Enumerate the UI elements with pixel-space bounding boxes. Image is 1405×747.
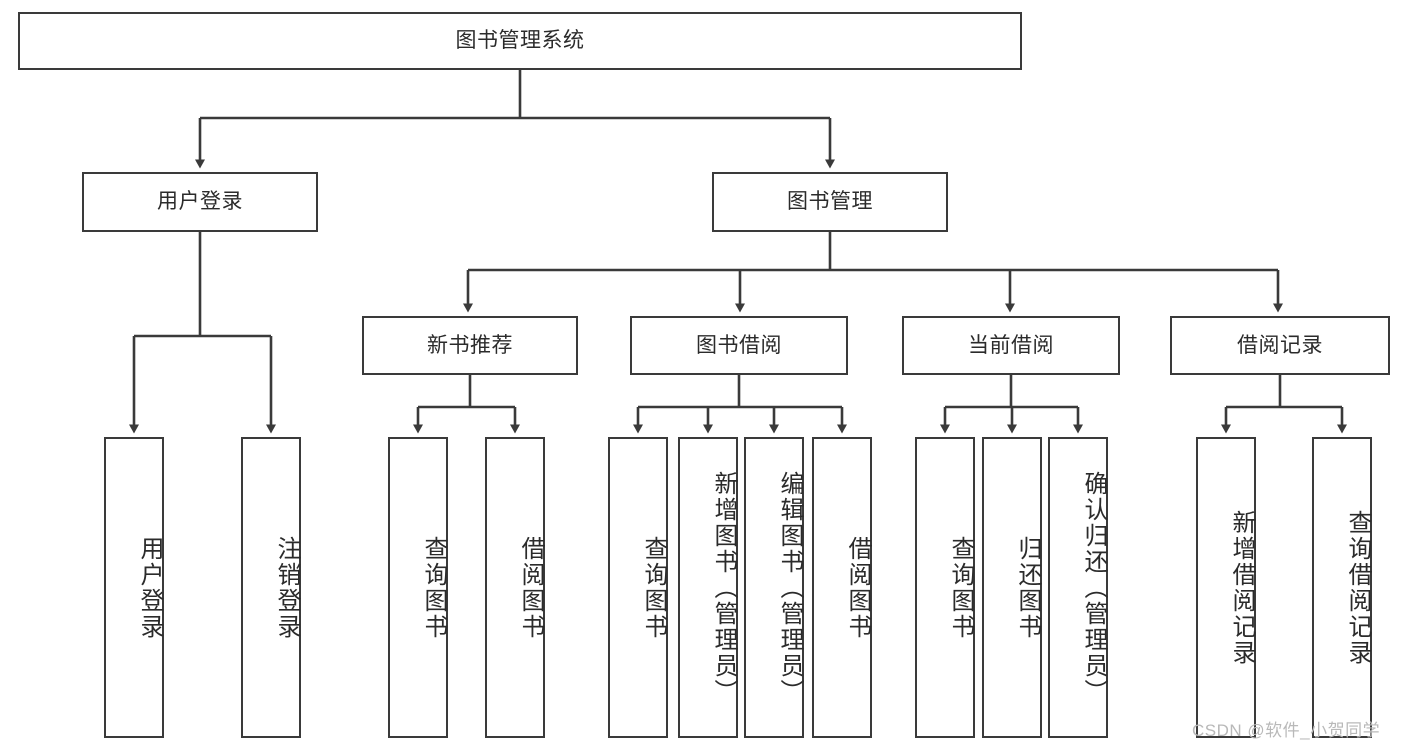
node-label: 查询借阅记录 (1344, 509, 1371, 666)
node-label: 借阅图书 (517, 535, 544, 640)
node-user-login[interactable]: 用户登录 (82, 172, 318, 232)
node-label: 归还图书 (1014, 535, 1041, 640)
leaf-add-borrow-record[interactable]: 新增借阅记录 (1196, 437, 1256, 738)
node-book-borrow[interactable]: 图书借阅 (630, 316, 848, 375)
node-label: 图书管理系统 (455, 29, 585, 53)
node-label: 用户登录 (157, 190, 243, 214)
leaf-query-book-current[interactable]: 查询图书 (915, 437, 975, 738)
leaf-return-book[interactable]: 归还图书 (982, 437, 1042, 738)
node-label: 借阅记录 (1237, 333, 1323, 357)
leaf-edit-book-admin[interactable]: 编辑图书（管理员） (744, 437, 804, 738)
node-label: 借阅图书 (844, 535, 871, 640)
leaf-user-login[interactable]: 用户登录 (104, 437, 164, 738)
node-label: 图书管理 (787, 190, 873, 214)
node-current-borrow[interactable]: 当前借阅 (902, 316, 1120, 375)
leaf-borrow-book[interactable]: 借阅图书 (812, 437, 872, 738)
node-new-book-recommend[interactable]: 新书推荐 (362, 316, 578, 375)
node-label: 用户登录 (136, 535, 163, 640)
node-label: 查询图书 (420, 535, 447, 640)
node-label: 新增图书（管理员） (710, 470, 737, 705)
leaf-query-book-recommend[interactable]: 查询图书 (388, 437, 448, 738)
leaf-query-borrow-record[interactable]: 查询借阅记录 (1312, 437, 1372, 738)
node-label: 查询图书 (947, 535, 974, 640)
node-label: 新书推荐 (427, 333, 513, 357)
node-book-management[interactable]: 图书管理 (712, 172, 948, 232)
leaf-borrow-book-recommend[interactable]: 借阅图书 (485, 437, 545, 738)
node-label: 当前借阅 (968, 333, 1054, 357)
node-label: 确认归还（管理员） (1080, 470, 1107, 705)
leaf-query-book[interactable]: 查询图书 (608, 437, 668, 738)
node-borrow-record[interactable]: 借阅记录 (1170, 316, 1390, 375)
node-root[interactable]: 图书管理系统 (18, 12, 1022, 70)
node-label: 编辑图书（管理员） (776, 470, 803, 705)
node-label: 新增借阅记录 (1228, 509, 1255, 666)
csdn-watermark: CSDN @软件_小贺同学 (1192, 721, 1381, 740)
leaf-confirm-return-admin[interactable]: 确认归还（管理员） (1048, 437, 1108, 738)
node-label: 注销登录 (273, 535, 300, 640)
node-label: 查询图书 (640, 535, 667, 640)
node-label: 图书借阅 (696, 333, 782, 357)
leaf-add-book-admin[interactable]: 新增图书（管理员） (678, 437, 738, 738)
leaf-logout[interactable]: 注销登录 (241, 437, 301, 738)
